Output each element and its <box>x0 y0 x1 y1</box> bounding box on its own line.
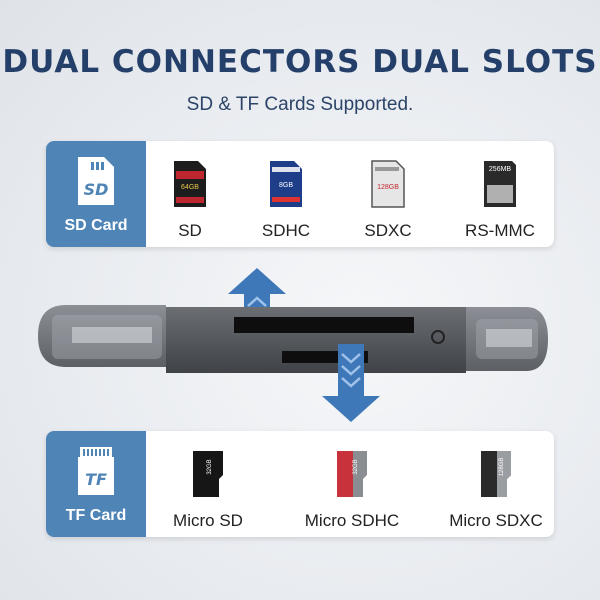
tf-card-label: TF Card <box>65 507 127 524</box>
micro-sdhc-capacity: 32GB <box>353 459 359 474</box>
sdhc-card-image: 8GB <box>270 161 302 207</box>
card-label-sdhc: SDHC <box>261 221 311 240</box>
page-title: DUAL CONNECTORS DUAL SLOTS <box>2 44 598 80</box>
sd-card-capacity: 64GB <box>181 184 199 191</box>
tf-card-panel: TF TF Card 32GB Micro SD 32GB Micro SDHC… <box>46 431 554 537</box>
sdhc-card-capacity: 8GB <box>279 182 293 189</box>
sd-card-label: SD Card <box>64 217 128 234</box>
card-sdhc: 8GB SDHC <box>236 141 336 247</box>
card-label-micro-sd: Micro SD <box>173 511 243 530</box>
led-indicator <box>431 330 445 344</box>
micro-sdxc-card-image: 128GB <box>481 451 511 497</box>
tf-badge-text: TF <box>85 470 107 489</box>
card-micro-sdxc: 128GB Micro SDXC <box>440 431 552 537</box>
card-label-rs-mmc: RS-MMC <box>465 221 535 240</box>
card-micro-sdhc: 32GB Micro SDHC <box>296 431 408 537</box>
sd-card-image: 64GB <box>174 161 206 207</box>
sdxc-card-capacity: 128GB <box>377 184 399 191</box>
card-reader-device <box>38 305 548 373</box>
sd-card-panel: SD SD Card 64GB SD 8GB SDHC 128GB SDXC <box>46 141 554 247</box>
sd-card-icon: SD <box>78 157 114 205</box>
reader-body <box>166 307 466 373</box>
arrow-down-icon <box>322 344 380 422</box>
card-label-micro-sdhc: Micro SDHC <box>304 511 400 530</box>
micro-sdxc-capacity: 128GB <box>499 458 505 477</box>
micro-sd-capacity: 32GB <box>207 459 213 474</box>
card-micro-sd: 32GB Micro SD <box>154 431 262 537</box>
tf-card-icon: TF <box>78 447 114 495</box>
sd-card-badge: SD SD Card <box>46 141 146 247</box>
card-label-micro-sdxc: Micro SDXC <box>449 511 543 530</box>
card-rs-mmc: 256MB RS-MMC <box>446 141 554 247</box>
rs-mmc-card-image: 256MB <box>484 161 516 207</box>
card-sd: 64GB SD <box>146 141 234 247</box>
card-label-sdxc: SDXC <box>364 221 412 240</box>
card-label-sd: SD <box>178 221 202 240</box>
page-subtitle: SD & TF Cards Supported. <box>186 94 414 115</box>
sd-badge-text: SD <box>84 180 109 199</box>
micro-sdhc-card-image: 32GB <box>337 451 367 497</box>
sdxc-card-image: 128GB <box>371 160 405 208</box>
tf-card-badge: TF TF Card <box>46 431 146 537</box>
rs-mmc-card-capacity: 256MB <box>489 166 512 173</box>
sd-slot <box>234 317 414 333</box>
card-sdxc: 128GB SDXC <box>338 141 438 247</box>
micro-sd-card-image: 32GB <box>193 451 223 497</box>
